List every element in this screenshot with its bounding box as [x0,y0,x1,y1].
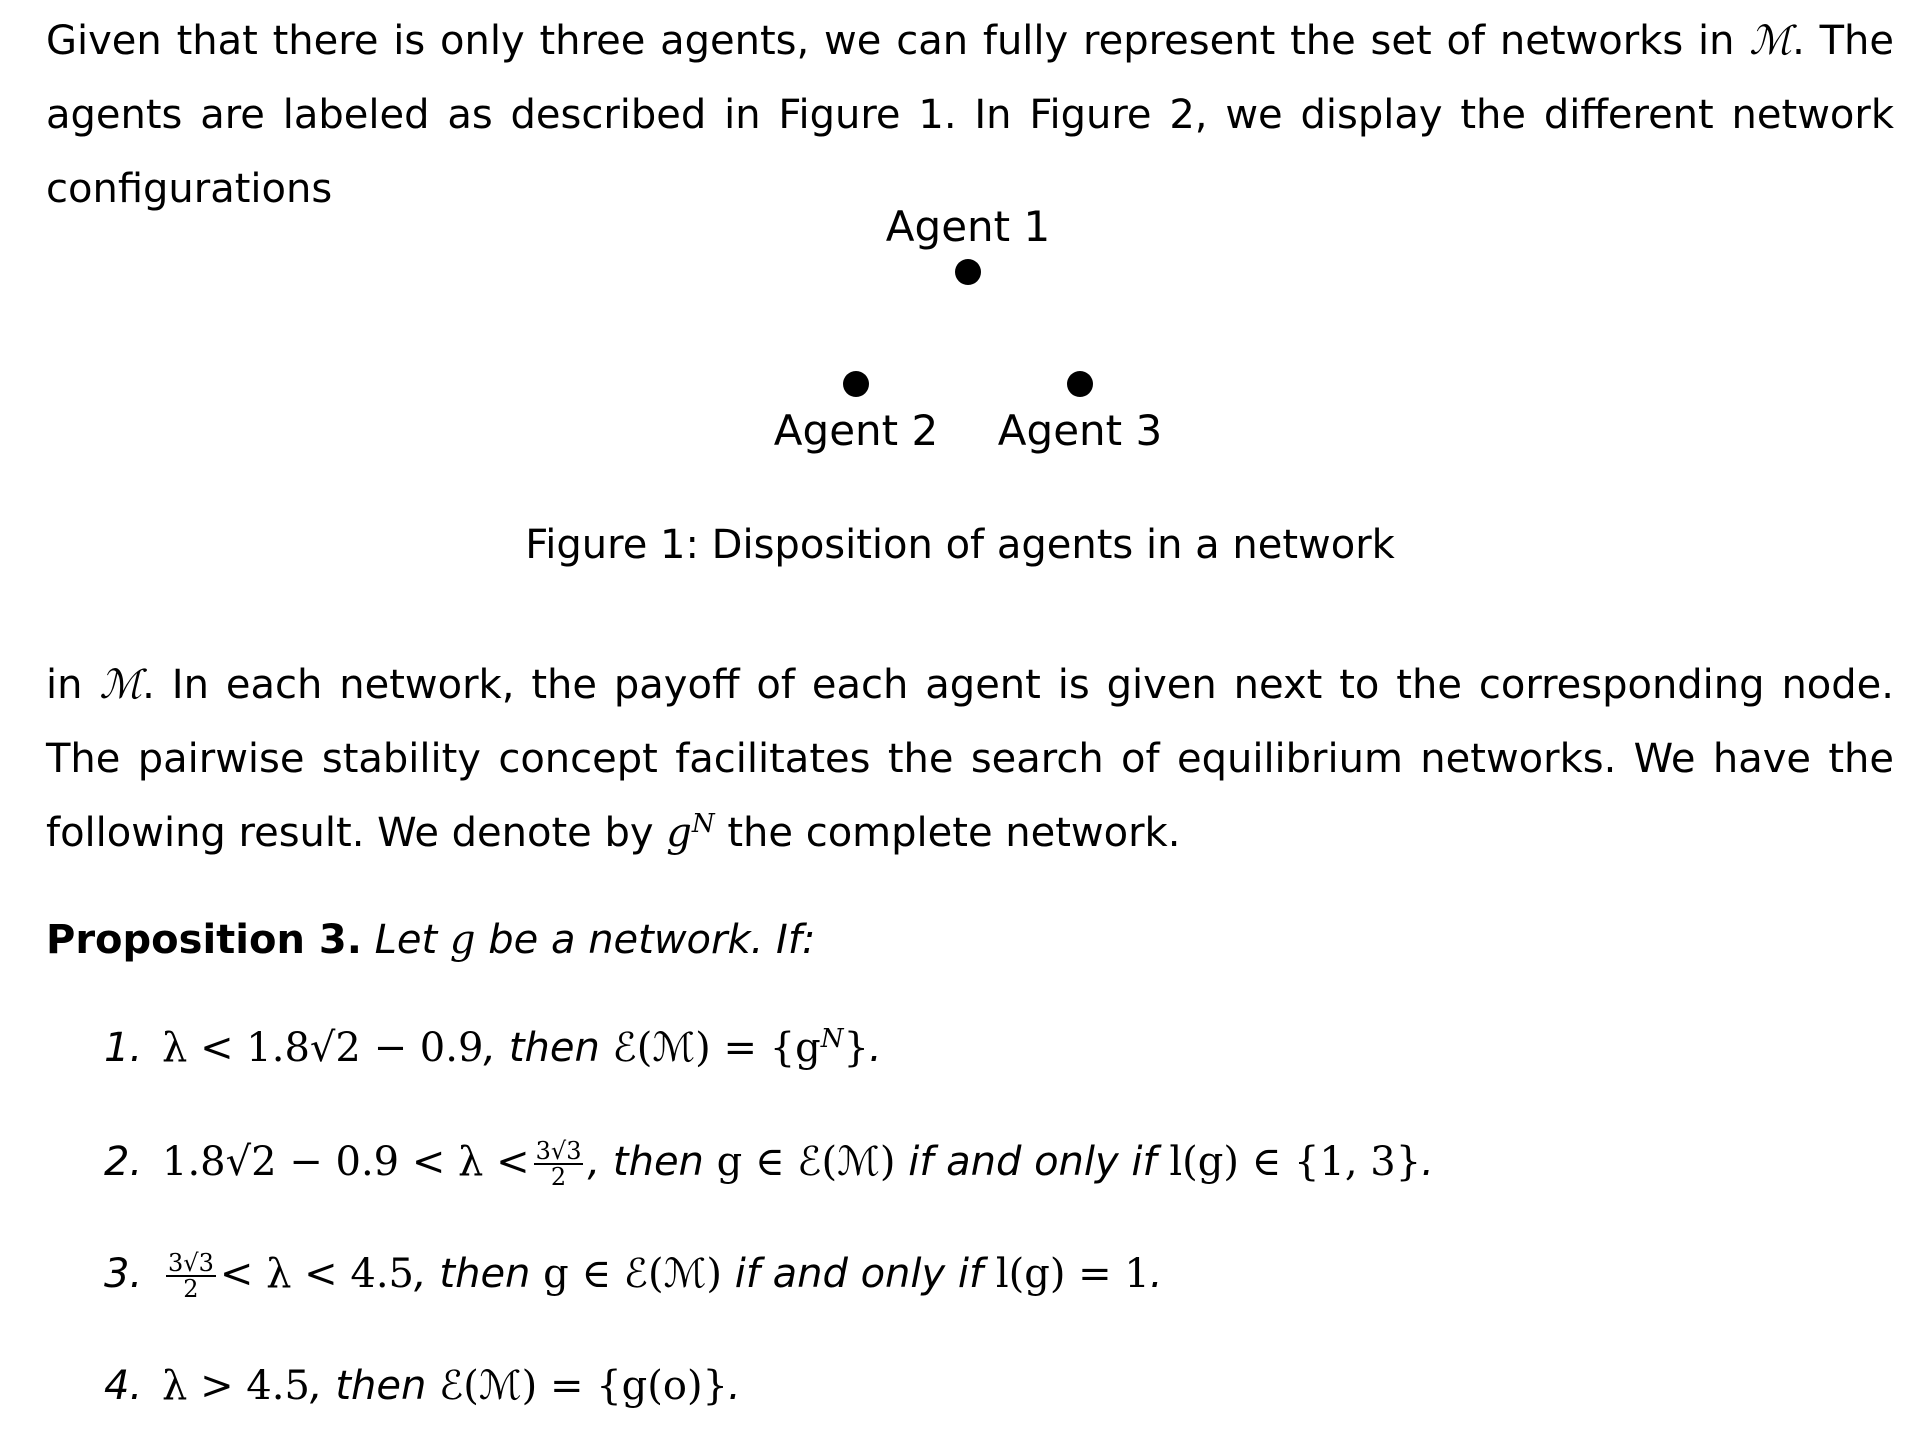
paragraph-intro-text-a: Given that there is only three agents, w… [46,18,1750,64]
paragraph-payoff-text-b: . In each network, the payoff of each ag… [46,662,1894,856]
proposition-intro-b: be a network. If: [475,917,816,963]
item-end: . [728,1363,741,1409]
proposition-item-1: 1. λ < 1.8√2 − 0.9, then ℰ(ℳ) = {gN}. [104,1018,882,1078]
item-number: 3. [104,1251,143,1297]
item-result: g ∈ ℰ(ℳ) [716,1139,896,1185]
figure-caption: Figure 1: Disposition of agents in a net… [525,522,1395,568]
item-then: , then [483,1025,613,1071]
fraction-numerator: 3√3 [533,1137,584,1165]
item-result-end: } [843,1025,869,1071]
paragraph-payoff: in ℳ. In each network, the payoff of eac… [46,648,1894,870]
proposition-intro-a: Let [374,917,450,963]
item-number: 2. [104,1139,143,1185]
item-end: . [1421,1139,1434,1185]
agent-3-node [1067,371,1093,397]
item-then: , then [309,1363,440,1409]
item-condition: λ < 1.8√2 − 0.9 [162,1025,484,1071]
item-condition-2: l(g) = 1 [995,1251,1150,1297]
model-set-symbol: ℳ [99,662,143,708]
item-condition: λ > 4.5 [162,1363,310,1409]
item-result: g ∈ ℰ(ℳ) [543,1251,722,1297]
item-end: . [868,1025,882,1071]
item-then: , then [587,1139,717,1185]
item-number: 4. [104,1363,143,1409]
fraction-denominator: 2 [183,1275,199,1303]
fraction-numerator: 3√3 [166,1249,216,1277]
item-number: 1. [104,1025,143,1071]
agent-1-node [955,259,981,285]
item-result: ℰ(ℳ) = {g [612,1025,821,1071]
item-iff: if and only if [721,1251,996,1297]
agent-3-label: Agent 3 [997,406,1163,455]
complete-network-superscript: N [691,809,715,839]
item-iff: if and only if [895,1139,1170,1185]
proposition-item-4: 4. λ > 4.5, then ℰ(ℳ) = {g(o)}. [104,1356,741,1416]
complete-network-g: g [666,810,692,856]
proposition-title: Proposition 3. [46,917,362,963]
paragraph-intro: Given that there is only three agents, w… [46,4,1894,226]
item-condition-2: l(g) ∈ {1, 3} [1169,1139,1422,1185]
agent-2-node [843,371,869,397]
paragraph-payoff-text-a: in [46,662,100,708]
figure-agent-disposition: Agent 1 Agent 2 Agent 3 Figure 1: Dispos… [0,180,1920,600]
proposition-heading: Proposition 3. Let g be a network. If: [46,910,815,970]
item-result: ℰ(ℳ) = {g(o)} [439,1363,729,1409]
proposition-network-g: g [449,917,476,963]
agent-2-label: Agent 2 [773,406,939,455]
model-set-symbol: ℳ [1749,18,1793,64]
agent-1-label: Agent 1 [885,202,1051,251]
paragraph-payoff-text-c: the complete network. [714,810,1181,856]
item-condition: < λ < 4.5 [219,1251,414,1297]
fraction-denominator: 2 [550,1163,567,1191]
item-condition: 1.8√2 − 0.9 < λ < [162,1139,530,1185]
item-end: . [1149,1251,1163,1297]
item-result-superscript: N [820,1024,844,1054]
paragraph-intro-text-b: . The agents are labeled as described in… [46,18,1894,212]
item-then: , then [413,1251,544,1297]
